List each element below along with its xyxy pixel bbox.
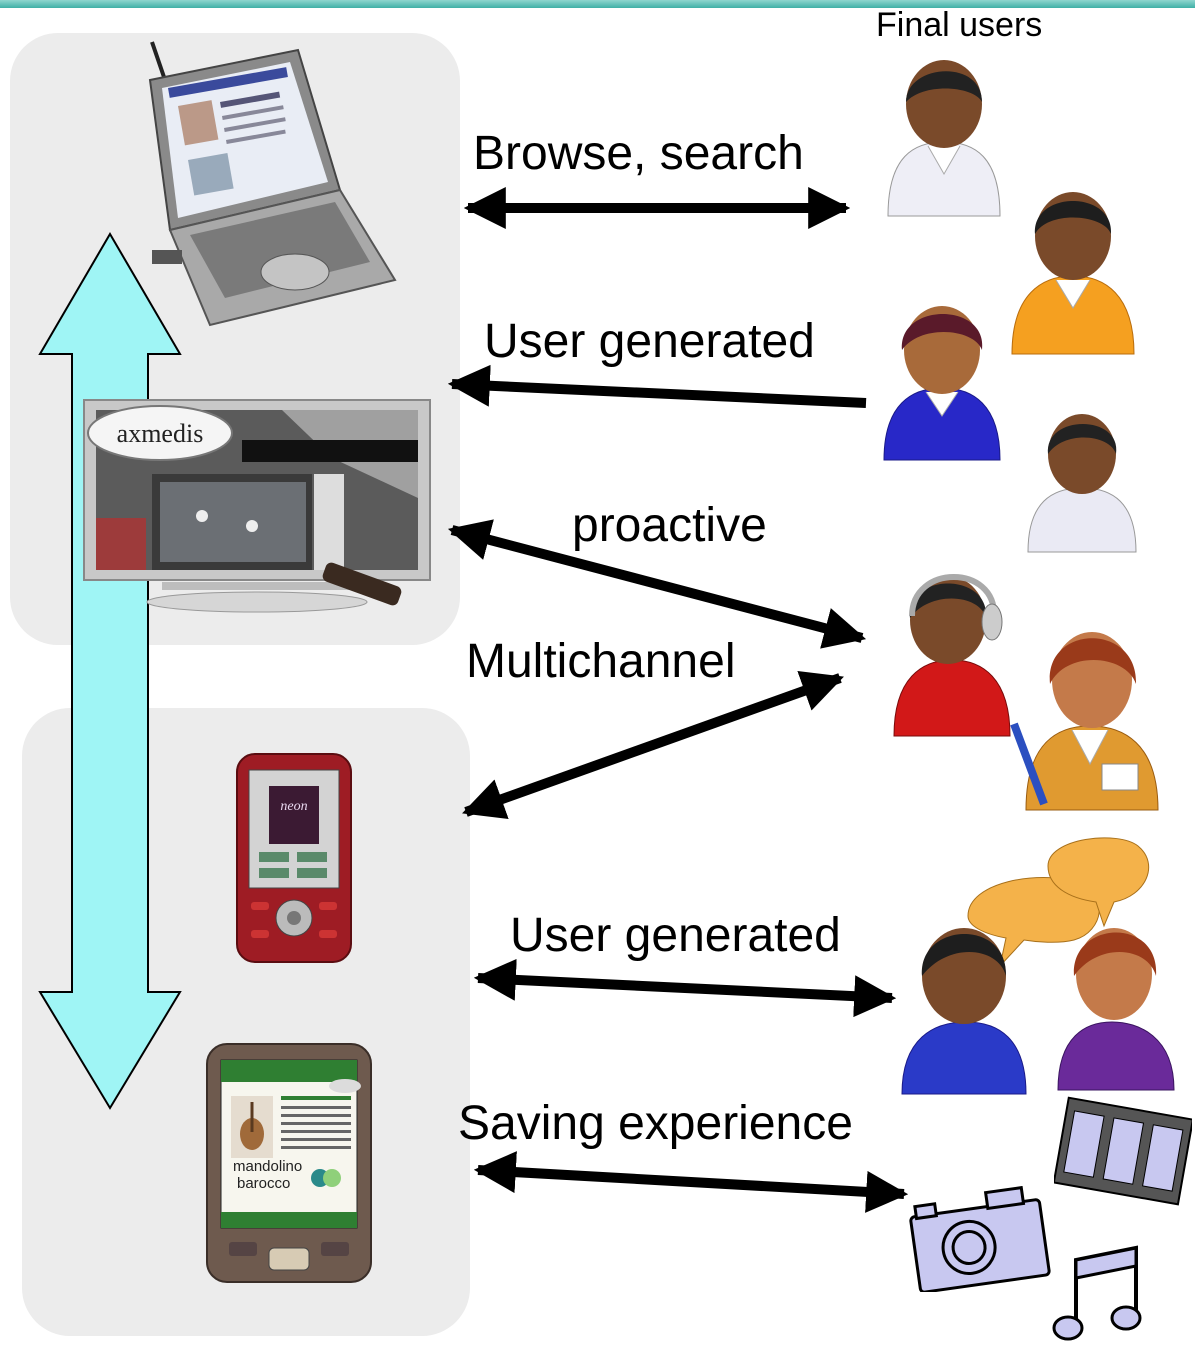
- user-white-icon: [887, 60, 1001, 217]
- tv-icon: axmedis: [83, 399, 431, 613]
- multichannel-arrow: [462, 670, 844, 820]
- ugc1-arrow: [447, 364, 867, 408]
- browse-label: Browse, search: [473, 127, 804, 180]
- saving-label: Saving experience: [458, 1097, 853, 1150]
- user-clipboard-icon: [1010, 632, 1159, 811]
- saving-arrow: [473, 1151, 909, 1213]
- top-banner: [0, 0, 1195, 8]
- pda-caption-line2: barocco: [237, 1175, 291, 1192]
- pda-icon: mandolino barocco: [205, 1042, 373, 1284]
- proactive-label: proactive: [572, 499, 767, 552]
- proactive-arrow: [447, 519, 867, 649]
- laptop-icon: [148, 41, 397, 327]
- camera-icon: [909, 1186, 1051, 1292]
- user-blue-icon: [883, 306, 1001, 461]
- user-headset-icon: [893, 574, 1011, 737]
- pda-caption-line1: mandolino: [233, 1158, 303, 1175]
- ugc1-label: User generated: [484, 315, 815, 368]
- film-strip-icon: [1054, 1096, 1192, 1206]
- final-users-label: Final users: [876, 6, 1043, 44]
- ugc2-label: User generated: [510, 909, 841, 962]
- tv-logo-text: axmedis: [117, 419, 204, 448]
- music-note-icon: [1052, 1245, 1142, 1341]
- mobile-phone-icon: neon: [236, 753, 352, 963]
- user-orange-icon: [1011, 192, 1135, 355]
- ugc2-arrow: [473, 958, 897, 1018]
- phone-screen-text: neon: [280, 799, 307, 814]
- multichannel-label: Multichannel: [466, 635, 736, 688]
- chatting-users-icon: [901, 837, 1175, 1095]
- user-grey-icon: [1027, 414, 1137, 553]
